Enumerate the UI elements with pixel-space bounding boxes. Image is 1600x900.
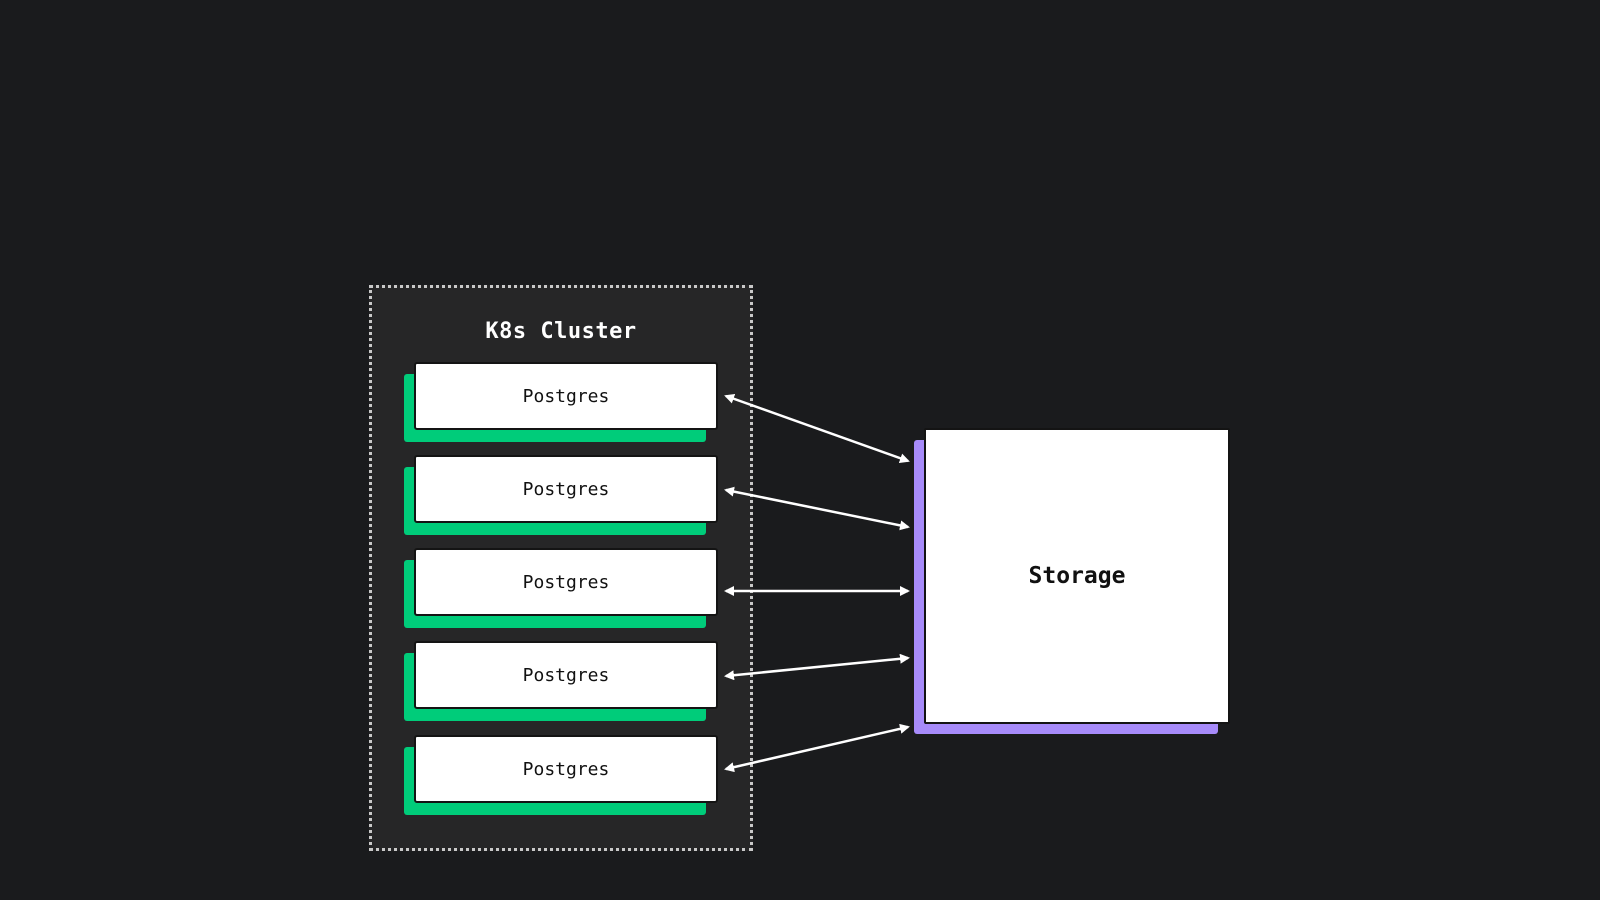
arrow-node-5-storage bbox=[724, 723, 910, 773]
postgres-node[interactable]: Postgres bbox=[404, 641, 718, 721]
node-label: Postgres bbox=[414, 641, 718, 709]
cluster-title: K8s Cluster bbox=[485, 319, 637, 344]
arrow-node-2-storage bbox=[724, 486, 910, 531]
arrow-node-4-storage bbox=[724, 653, 910, 681]
postgres-node[interactable]: Postgres bbox=[404, 362, 718, 442]
node-label: Postgres bbox=[414, 362, 718, 430]
postgres-node[interactable]: Postgres bbox=[404, 455, 718, 535]
postgres-node[interactable]: Postgres bbox=[404, 735, 718, 815]
postgres-node[interactable]: Postgres bbox=[404, 548, 718, 628]
storage-node[interactable]: Storage bbox=[914, 428, 1232, 736]
node-label: Postgres bbox=[414, 548, 718, 616]
node-label: Postgres bbox=[414, 735, 718, 803]
storage-label: Storage bbox=[924, 428, 1230, 724]
arrow-node-1-storage bbox=[724, 393, 910, 464]
node-label: Postgres bbox=[414, 455, 718, 523]
